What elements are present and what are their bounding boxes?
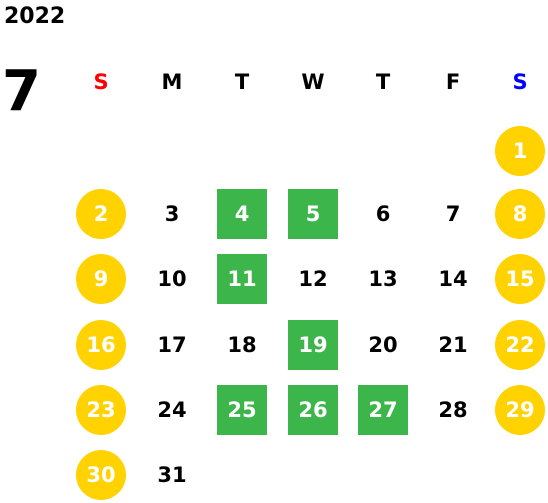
day-12[interactable]: 12 [298,267,328,291]
day-8[interactable]: 8 [495,189,545,239]
weekday-2: T [234,70,250,94]
day-30[interactable]: 30 [76,450,126,500]
day-25[interactable]: 25 [217,385,267,435]
day-2[interactable]: 2 [76,189,126,239]
day-29[interactable]: 29 [495,385,545,435]
year-label: 2022 [4,4,66,29]
day-7[interactable]: 7 [445,202,461,226]
day-5[interactable]: 5 [288,189,338,239]
day-10[interactable]: 10 [157,267,187,291]
day-28[interactable]: 28 [438,398,468,422]
day-3[interactable]: 3 [164,202,180,226]
day-14[interactable]: 14 [438,267,468,291]
weekday-0: S [93,70,109,94]
day-20[interactable]: 20 [368,333,398,357]
day-19[interactable]: 19 [288,320,338,370]
day-21[interactable]: 21 [438,333,468,357]
month-label: 7 [2,59,41,124]
day-18[interactable]: 18 [227,333,257,357]
day-23[interactable]: 23 [76,385,126,435]
day-15[interactable]: 15 [495,254,545,304]
weekday-4: T [375,70,391,94]
day-26[interactable]: 26 [288,385,338,435]
day-16[interactable]: 16 [76,320,126,370]
day-17[interactable]: 17 [157,333,187,357]
day-27[interactable]: 27 [358,385,408,435]
day-22[interactable]: 22 [495,320,545,370]
day-9[interactable]: 9 [76,254,126,304]
weekday-6: S [512,70,528,94]
day-24[interactable]: 24 [157,398,187,422]
day-11[interactable]: 11 [217,254,267,304]
weekday-3: W [301,70,325,94]
weekday-5: F [445,70,461,94]
day-4[interactable]: 4 [217,189,267,239]
day-13[interactable]: 13 [368,267,398,291]
day-6[interactable]: 6 [375,202,391,226]
weekday-1: M [161,70,183,94]
day-31[interactable]: 31 [157,463,187,487]
day-1[interactable]: 1 [495,126,545,176]
